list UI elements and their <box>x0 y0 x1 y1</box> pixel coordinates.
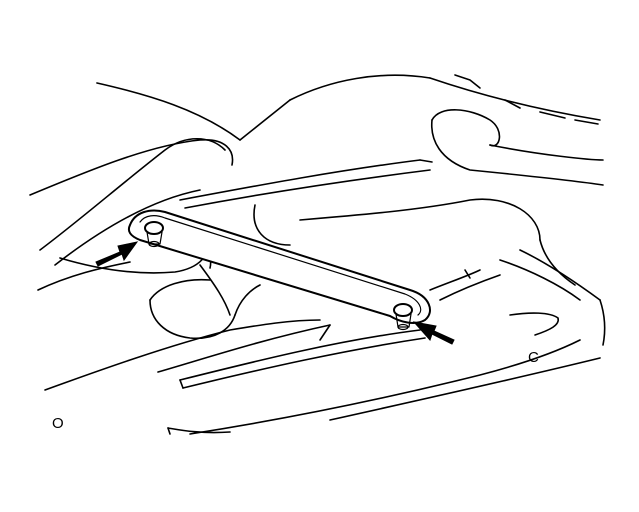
right-bolt <box>393 303 413 331</box>
left-bolt <box>144 221 164 248</box>
upper-body-panel <box>29 74 431 291</box>
right-marker-label: C <box>528 349 539 366</box>
right-bolt-arrow-icon <box>412 321 455 345</box>
left-bolt-arrow-icon <box>95 241 139 267</box>
upper-right-body <box>429 74 604 186</box>
floor-pan <box>167 249 606 435</box>
side-rail <box>179 159 576 286</box>
left-marker-label: O <box>52 415 64 432</box>
cross-brace <box>127 209 431 324</box>
